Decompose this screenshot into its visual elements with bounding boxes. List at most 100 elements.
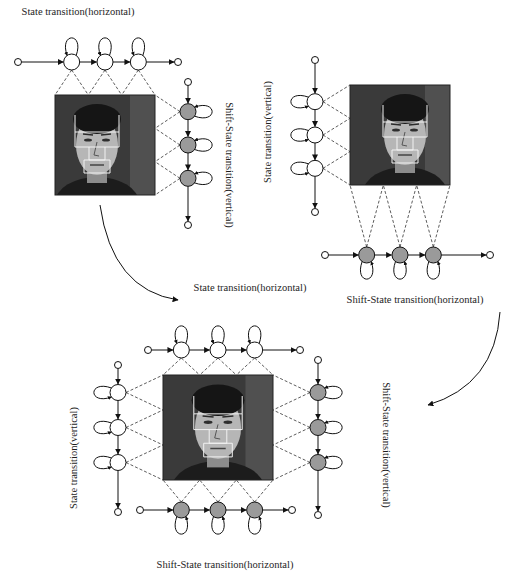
observation-link xyxy=(417,185,434,247)
transition-arrow xyxy=(318,436,319,455)
transition-arrow xyxy=(188,120,189,137)
photo-ground xyxy=(350,85,450,185)
observation-link xyxy=(163,358,181,375)
self-loop xyxy=(325,456,343,468)
observation-link xyxy=(323,135,350,152)
hidden-state xyxy=(210,342,226,358)
observation-link xyxy=(181,480,199,502)
self-loop xyxy=(291,162,309,174)
brow xyxy=(83,134,93,135)
transition-arrow xyxy=(315,143,316,160)
observation-link xyxy=(126,410,163,428)
terminal-state xyxy=(185,79,192,86)
observation-link xyxy=(163,480,181,502)
transition-arrow xyxy=(263,350,296,351)
brow xyxy=(391,124,401,125)
hidden-state xyxy=(425,247,441,263)
chain-label: State transition(vertical) xyxy=(262,81,274,183)
hair xyxy=(192,384,245,416)
hidden-state xyxy=(97,54,113,70)
observation-link xyxy=(155,162,180,179)
transition-arrow xyxy=(80,62,97,63)
hidden-state xyxy=(64,54,80,70)
hair xyxy=(73,104,121,134)
observation-link xyxy=(126,428,163,446)
photo-border xyxy=(55,95,155,195)
photo-shade xyxy=(246,375,274,480)
transition-arrow xyxy=(318,471,319,512)
eye xyxy=(102,138,110,141)
chain-label: Shift-State transition(vertical) xyxy=(380,382,392,508)
transition-arrow xyxy=(315,64,316,94)
transition-arrow xyxy=(226,510,246,511)
observation-link xyxy=(105,70,122,95)
self-loop xyxy=(212,517,224,535)
eye xyxy=(224,421,233,424)
self-loop xyxy=(325,386,343,398)
self-loop xyxy=(195,105,213,117)
self-loop xyxy=(94,386,112,398)
transition-arrow xyxy=(189,350,209,351)
observation-link xyxy=(273,375,310,393)
hidden-state xyxy=(247,342,263,358)
hmm-chain xyxy=(15,38,182,95)
hidden-state xyxy=(180,104,196,120)
observation-link xyxy=(126,463,163,481)
photo-shade xyxy=(130,95,155,195)
observation-link xyxy=(323,102,350,119)
chain-label: State transition(vertical) xyxy=(68,407,80,509)
photo-ground xyxy=(163,375,273,480)
observation-link xyxy=(273,428,310,446)
transition-arrow xyxy=(118,436,119,455)
transition-arrow xyxy=(118,401,119,420)
face-photo xyxy=(350,85,450,185)
observation-link xyxy=(236,480,254,502)
terminal-state xyxy=(15,59,22,66)
observation-link xyxy=(155,95,180,112)
eye xyxy=(84,138,92,141)
brow xyxy=(101,134,111,135)
observation-link xyxy=(323,85,350,102)
chain-label: Shift-State transition(vertical) xyxy=(223,102,235,228)
photo-border xyxy=(350,85,450,185)
transition-arrow xyxy=(226,350,246,351)
hmm-chain xyxy=(291,57,350,216)
self-loop xyxy=(291,129,309,141)
transition-arrow xyxy=(146,62,174,63)
photo-border xyxy=(163,375,273,480)
observation-link xyxy=(383,185,400,247)
transition-arrow xyxy=(118,369,119,385)
observation-link xyxy=(433,185,450,247)
photo-ground xyxy=(55,95,155,195)
mouth xyxy=(398,154,412,156)
terminal-state xyxy=(312,57,319,64)
hidden-state xyxy=(247,502,263,518)
transition-arrow xyxy=(22,62,64,63)
observation-link xyxy=(126,445,163,463)
self-loop xyxy=(65,38,77,56)
nose xyxy=(215,424,221,439)
transition-arrow xyxy=(408,255,425,256)
terminal-state xyxy=(175,59,182,66)
hidden-state xyxy=(180,170,196,186)
transition-arrow xyxy=(315,176,316,208)
hidden-state xyxy=(392,247,408,263)
brow xyxy=(203,416,214,417)
hmm-chain xyxy=(145,326,304,375)
observation-link xyxy=(155,178,180,195)
observation-link xyxy=(218,358,236,375)
self-loop xyxy=(394,262,406,280)
hidden-state xyxy=(210,502,226,518)
hidden-state xyxy=(310,455,326,471)
observation-link xyxy=(126,375,163,393)
observation-link xyxy=(218,480,236,502)
chain-label: State transition(horizontal) xyxy=(22,6,135,18)
terminal-state xyxy=(315,512,322,519)
hidden-state xyxy=(173,342,189,358)
segment-outline xyxy=(194,396,242,457)
self-loop xyxy=(175,517,187,535)
self-loop xyxy=(175,326,187,344)
mouth xyxy=(210,448,225,450)
observation-link xyxy=(323,152,350,169)
